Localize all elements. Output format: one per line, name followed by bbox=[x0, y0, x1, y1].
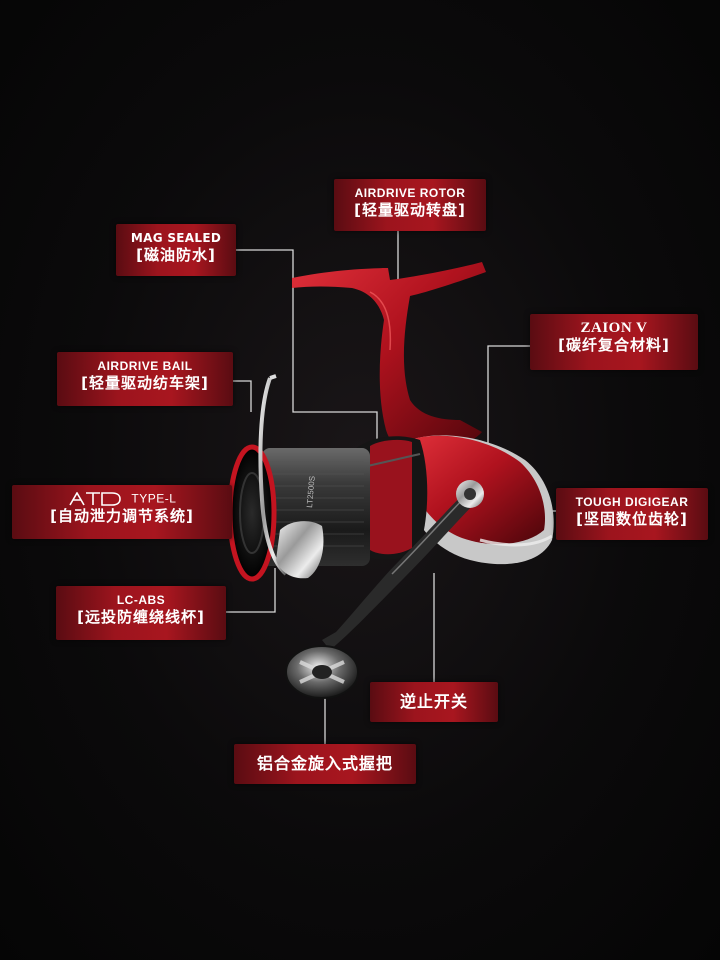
reel-stem-frame bbox=[292, 262, 486, 462]
label-airdrive-bail-cn: [轻量驱动纺车架] bbox=[81, 374, 209, 392]
label-zaion-v-cn: [碳纤复合材料] bbox=[558, 336, 670, 354]
spool-model-marking: LT2500S bbox=[305, 476, 317, 509]
label-mag-sealed-cn: [磁油防水] bbox=[136, 246, 216, 264]
leader-airdrive-bail bbox=[232, 380, 252, 412]
label-tough-digigear-en: TOUGH DIGIGEAR bbox=[575, 495, 689, 509]
label-zaion-v-en: ZAION V bbox=[580, 320, 648, 336]
leader-lc-abs bbox=[225, 568, 276, 613]
handle-arm bbox=[322, 490, 478, 650]
label-airdrive-rotor-cn: [轻量驱动转盘] bbox=[354, 201, 466, 219]
label-zaion-v: ZAION V [碳纤复合材料] bbox=[530, 314, 698, 370]
label-tough-digigear-cn: [坚固数位齿轮] bbox=[576, 510, 688, 528]
label-airdrive-rotor-en: AIRDRIVE ROTOR bbox=[354, 186, 466, 200]
label-airdrive-bail: AIRDRIVE BAIL [轻量驱动纺车架] bbox=[57, 352, 233, 406]
leader-mag-sealed bbox=[218, 249, 378, 440]
label-mag-sealed-en: MAG SEALED bbox=[130, 231, 222, 245]
atd-logo-icon bbox=[68, 491, 121, 506]
label-anti-reverse-cn: 逆止开关 bbox=[399, 692, 468, 711]
label-lc-abs-en: LC-ABS bbox=[116, 593, 166, 607]
label-mag-sealed: MAG SEALED [磁油防水] bbox=[116, 224, 236, 276]
bail-arm-line-roller bbox=[276, 521, 324, 579]
label-anti-reverse: 逆止开关 bbox=[370, 682, 498, 722]
label-airdrive-bail-en: AIRDRIVE BAIL bbox=[97, 359, 193, 373]
label-handle-knob-cn: 铝合金旋入式握把 bbox=[256, 754, 393, 773]
label-airdrive-rotor: AIRDRIVE ROTOR [轻量驱动转盘] bbox=[334, 179, 486, 231]
label-atd-cn: [自动泄力调节系统] bbox=[50, 506, 194, 525]
spool-front-face bbox=[230, 447, 274, 579]
label-lc-abs-cn: [远投防缠绕线杯] bbox=[77, 608, 205, 626]
label-lc-abs: LC-ABS [远投防缠绕线杯] bbox=[56, 586, 226, 640]
label-handle-knob: 铝合金旋入式握把 bbox=[234, 744, 416, 784]
label-atd-en: TYPE-L bbox=[131, 491, 177, 506]
label-atd: TYPE-L [自动泄力调节系统] bbox=[12, 485, 232, 539]
leader-zaion-v bbox=[487, 345, 530, 444]
bail-wire bbox=[258, 377, 288, 576]
label-tough-digigear: TOUGH DIGIGEAR [坚固数位齿轮] bbox=[556, 488, 708, 540]
